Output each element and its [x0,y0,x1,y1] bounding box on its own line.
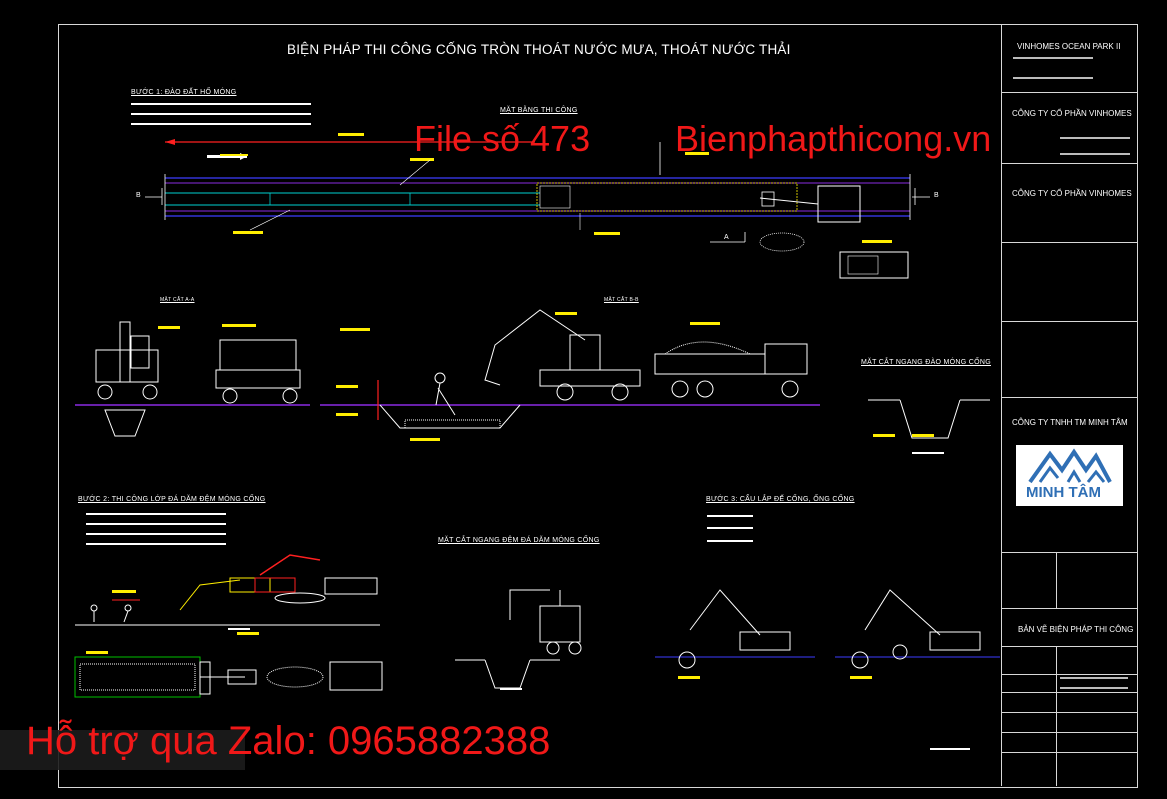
contractor-value: CÔNG TY TNHH TM MINH TÂM [1012,418,1128,427]
step1-label: BƯỚC 1: ĐÀO ĐẤT HỐ MÓNG [131,89,237,96]
step2-notes [86,513,226,545]
investor-note-lines [1060,137,1130,155]
step2-drawing [74,554,383,698]
step3-notes [707,515,753,542]
marker-a: A [724,234,729,241]
step3-drawing [655,589,1000,679]
investor-value: CÔNG TY CỔ PHẦN VINHOMES [1012,109,1132,118]
title-block [1001,24,1137,786]
section-bb-label: MẶT CẮT B-B [604,297,639,303]
marker-b-left: B [136,192,141,199]
plan-label: MẶT BẰNG THI CÔNG [500,107,578,114]
watermark-site: Bienphapthicong.vn [675,118,992,159]
watermark-support: Hỗ trợ qua Zalo: 0965882388 [26,719,551,763]
drawing-frame [58,24,1138,788]
project-note-lines [1013,57,1093,79]
mountain-logo-icon [1028,448,1112,484]
project-value: VINHOMES OCEAN PARK II [1017,42,1121,51]
plan-view [145,133,930,279]
company-logo: MINH TÂM [1016,445,1123,506]
consultant-value: CÔNG TY CỔ PHẦN VINHOMES [1012,189,1132,198]
section-aa-drawing [75,321,310,437]
step3-label: BƯỚC 3: CẨU LẮP ĐẾ CỐNG, ỐNG CỐNG [706,496,855,503]
watermark-file-label: File số 473 [414,118,591,159]
section-bb-drawing [320,309,820,441]
step2-label: BƯỚC 2: THI CÔNG LỚP ĐÁ DĂM ĐỆM MÓNG CỐN… [78,496,266,503]
cross-section-gravel-label: MẶT CẮT NGANG ĐỆM ĐÁ DĂM MÓNG CỐNG [438,537,600,544]
command-line-strip [0,730,245,770]
sheet-value-lines [1060,677,1128,689]
gravel-cross-section [455,589,582,690]
cross-section-excavation-label: MẶT CẮT NGANG ĐÀO MÓNG CỐNG [861,359,991,366]
drawing-title: BIỆN PHÁP THI CÔNG CỐNG TRÒN THOÁT NƯỚC … [287,42,791,57]
step1-notes [131,103,311,125]
logo-text: MINH TÂM [1026,484,1101,501]
section-aa-label: MẶT CẮT A-A [160,297,195,303]
excavation-cross-section [868,399,990,454]
sheet-title: BẢN VẼ BIỆN PHÁP THI CÔNG [1018,625,1134,634]
marker-b-right: B [934,192,939,199]
